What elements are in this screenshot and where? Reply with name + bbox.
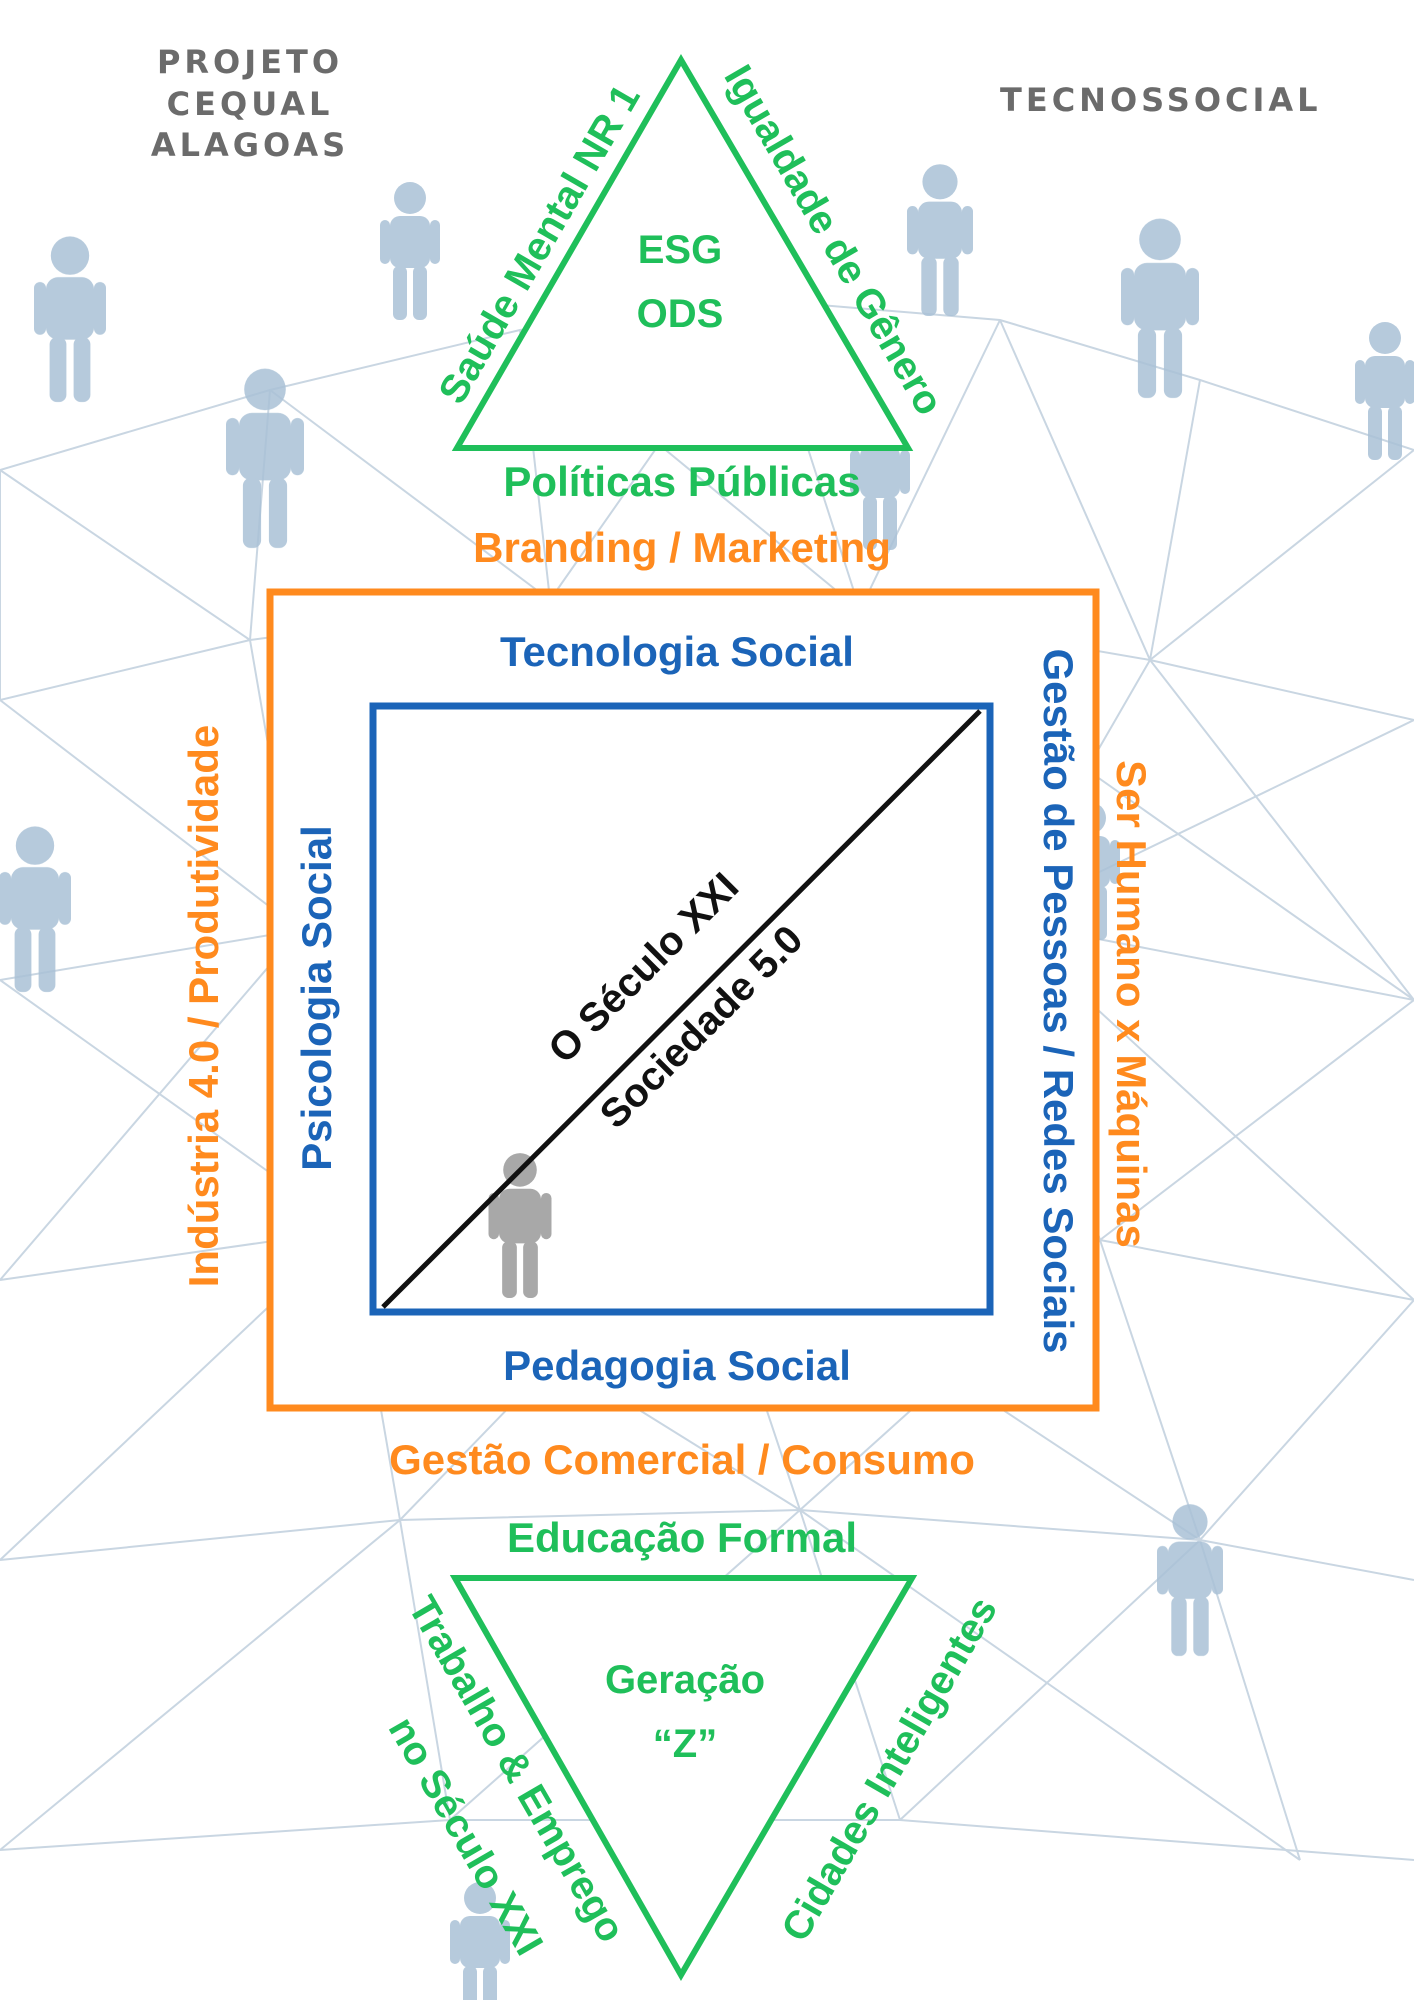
- geracao-label: Geração: [604, 1658, 766, 1702]
- ods-label: ODS: [636, 292, 724, 336]
- pedagogia-social-label: Pedagogia Social: [503, 1342, 851, 1389]
- project-title-line1: PROJETO: [156, 43, 344, 81]
- ser-humano-label: Ser Humano x Máquinas: [1108, 760, 1155, 1248]
- educacao-formal-label: Educação Formal: [506, 1514, 858, 1561]
- politicas-publicas-label: Políticas Públicas: [503, 458, 861, 505]
- gestao-pessoas-label: Gestão de Pessoas / Redes Sociais: [1035, 648, 1082, 1354]
- gestao-comercial-label: Gestão Comercial / Consumo: [389, 1436, 975, 1483]
- psicologia-social-label: Psicologia Social: [293, 825, 340, 1171]
- project-title-line2: CEQUAL ALAGOAS: [150, 84, 350, 165]
- industria-label: Indústria 4.0 / Produtividade: [180, 724, 227, 1288]
- tecnologia-social-label: Tecnologia Social: [500, 628, 854, 675]
- geracao-z-label: “Z”: [652, 1722, 718, 1766]
- top-triangle: [451, 54, 914, 451]
- bottom-triangle: [449, 1575, 918, 1982]
- project-title: PROJETO CEQUAL ALAGOAS: [60, 42, 440, 167]
- diagonal-line: [381, 709, 982, 1309]
- esg-label: ESG: [637, 228, 723, 272]
- branding-label: Branding / Marketing: [473, 524, 891, 571]
- brand-name: TECNOSSOCIAL: [1000, 81, 1322, 119]
